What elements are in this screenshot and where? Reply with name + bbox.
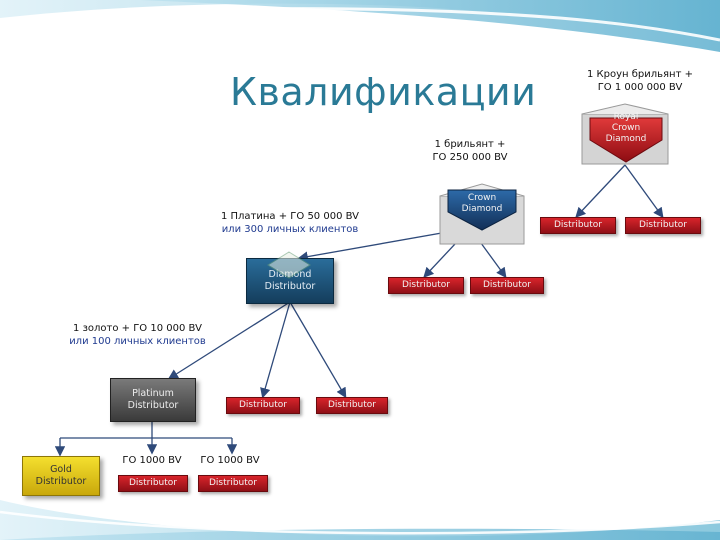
go-label-right: ГО 1000 BV xyxy=(200,455,260,466)
distributor-box-crown-left: Distributor xyxy=(388,277,464,294)
crown-requirement: 1 брильянт + ГО 250 000 BV xyxy=(410,138,530,164)
crown-requirement-line1: 1 брильянт + xyxy=(434,139,506,150)
distributor-box-platinum-left: Distributor xyxy=(118,475,188,492)
royal-crown-requirement-line1: 1 Кроун брильянт + xyxy=(587,69,693,80)
crown-diamond-label: Crown Diamond xyxy=(461,193,503,214)
go-label-left: ГО 1000 BV xyxy=(122,455,182,466)
distributor-box-royal-right: Distributor xyxy=(625,217,701,234)
platinum-requirement: 1 Платина + ГО 50 000 BV или 300 личных … xyxy=(205,210,375,236)
platinum-distributor-box: Platinum Distributor xyxy=(110,378,196,422)
platinum-requirement-line2: или 300 личных клиентов xyxy=(221,224,359,235)
crown-requirement-line2: ГО 250 000 BV xyxy=(432,152,508,163)
gold-requirement: 1 золото + ГО 10 000 BV или 100 личных к… xyxy=(55,322,220,348)
royal-crown-diamond-envelope xyxy=(581,103,669,165)
distributor-box-crown-right: Distributor xyxy=(470,277,544,294)
distributor-box-royal-left: Distributor xyxy=(540,217,616,234)
platinum-requirement-line1: 1 Платина + ГО 50 000 BV xyxy=(220,211,360,222)
royal-crown-requirement-line2: ГО 1 000 000 BV xyxy=(597,82,683,93)
diamond-gem-icon xyxy=(267,251,311,279)
distributor-box-platinum-right: Distributor xyxy=(198,475,268,492)
royal-crown-requirement: 1 Кроун брильянт + ГО 1 000 000 BV xyxy=(560,68,720,94)
gold-requirement-line1: 1 золото + ГО 10 000 BV xyxy=(73,323,202,334)
crown-diamond-envelope xyxy=(439,183,525,245)
gold-distributor-box: Gold Distributor xyxy=(22,456,100,496)
distributor-box-diamond-left: Distributor xyxy=(226,397,300,414)
royal-crown-diamond-label: Royal Crown Diamond xyxy=(605,112,647,144)
distributor-box-diamond-right: Distributor xyxy=(316,397,388,414)
page-title: Квалификации xyxy=(230,70,537,114)
gold-requirement-line2: или 100 личных клиентов xyxy=(69,336,206,347)
